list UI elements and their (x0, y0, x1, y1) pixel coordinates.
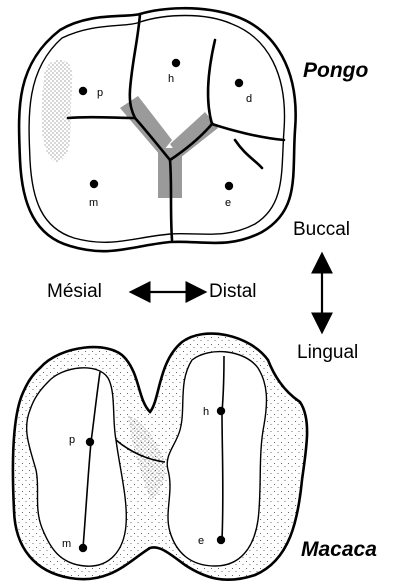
macaca-cusp-p-label: p (69, 434, 75, 446)
direction-label-buccal: Buccal (293, 219, 350, 241)
macaca-molar: p h m e (13, 334, 307, 580)
pongo-cusp-e-dot (225, 182, 233, 190)
pongo-stippled-area (41, 60, 72, 162)
direction-label-lingual: Lingual (297, 342, 358, 364)
species-label-macaca: Macaca (301, 538, 377, 562)
macaca-cusp-m-label: m (62, 538, 71, 550)
pongo-cusp-e-label: e (225, 197, 231, 209)
pongo-cusp-h-dot (172, 59, 180, 67)
pongo-cusp-h-label: h (168, 73, 174, 85)
pongo-molar: p h d m e (19, 8, 296, 251)
pongo-cusp-m-dot (90, 180, 98, 188)
macaca-cusp-e-label: e (198, 535, 204, 547)
pongo-cusp-p-dot (79, 87, 87, 95)
pongo-cusp-p-label: p (97, 87, 103, 99)
pongo-cusp-m-label: m (89, 197, 98, 209)
pongo-cusp-d-dot (235, 79, 243, 87)
species-label-pongo: Pongo (303, 59, 368, 83)
macaca-cusp-p-dot (86, 438, 94, 446)
macaca-cusp-e-dot (217, 536, 225, 544)
macaca-cusp-h-label: h (203, 406, 209, 418)
direction-label-distal: Distal (209, 281, 257, 303)
macaca-cusp-m-dot (79, 544, 87, 552)
direction-label-mesial: Mésial (47, 281, 102, 303)
pongo-cusp-d-label: d (246, 93, 252, 105)
macaca-cusp-h-dot (217, 407, 225, 415)
